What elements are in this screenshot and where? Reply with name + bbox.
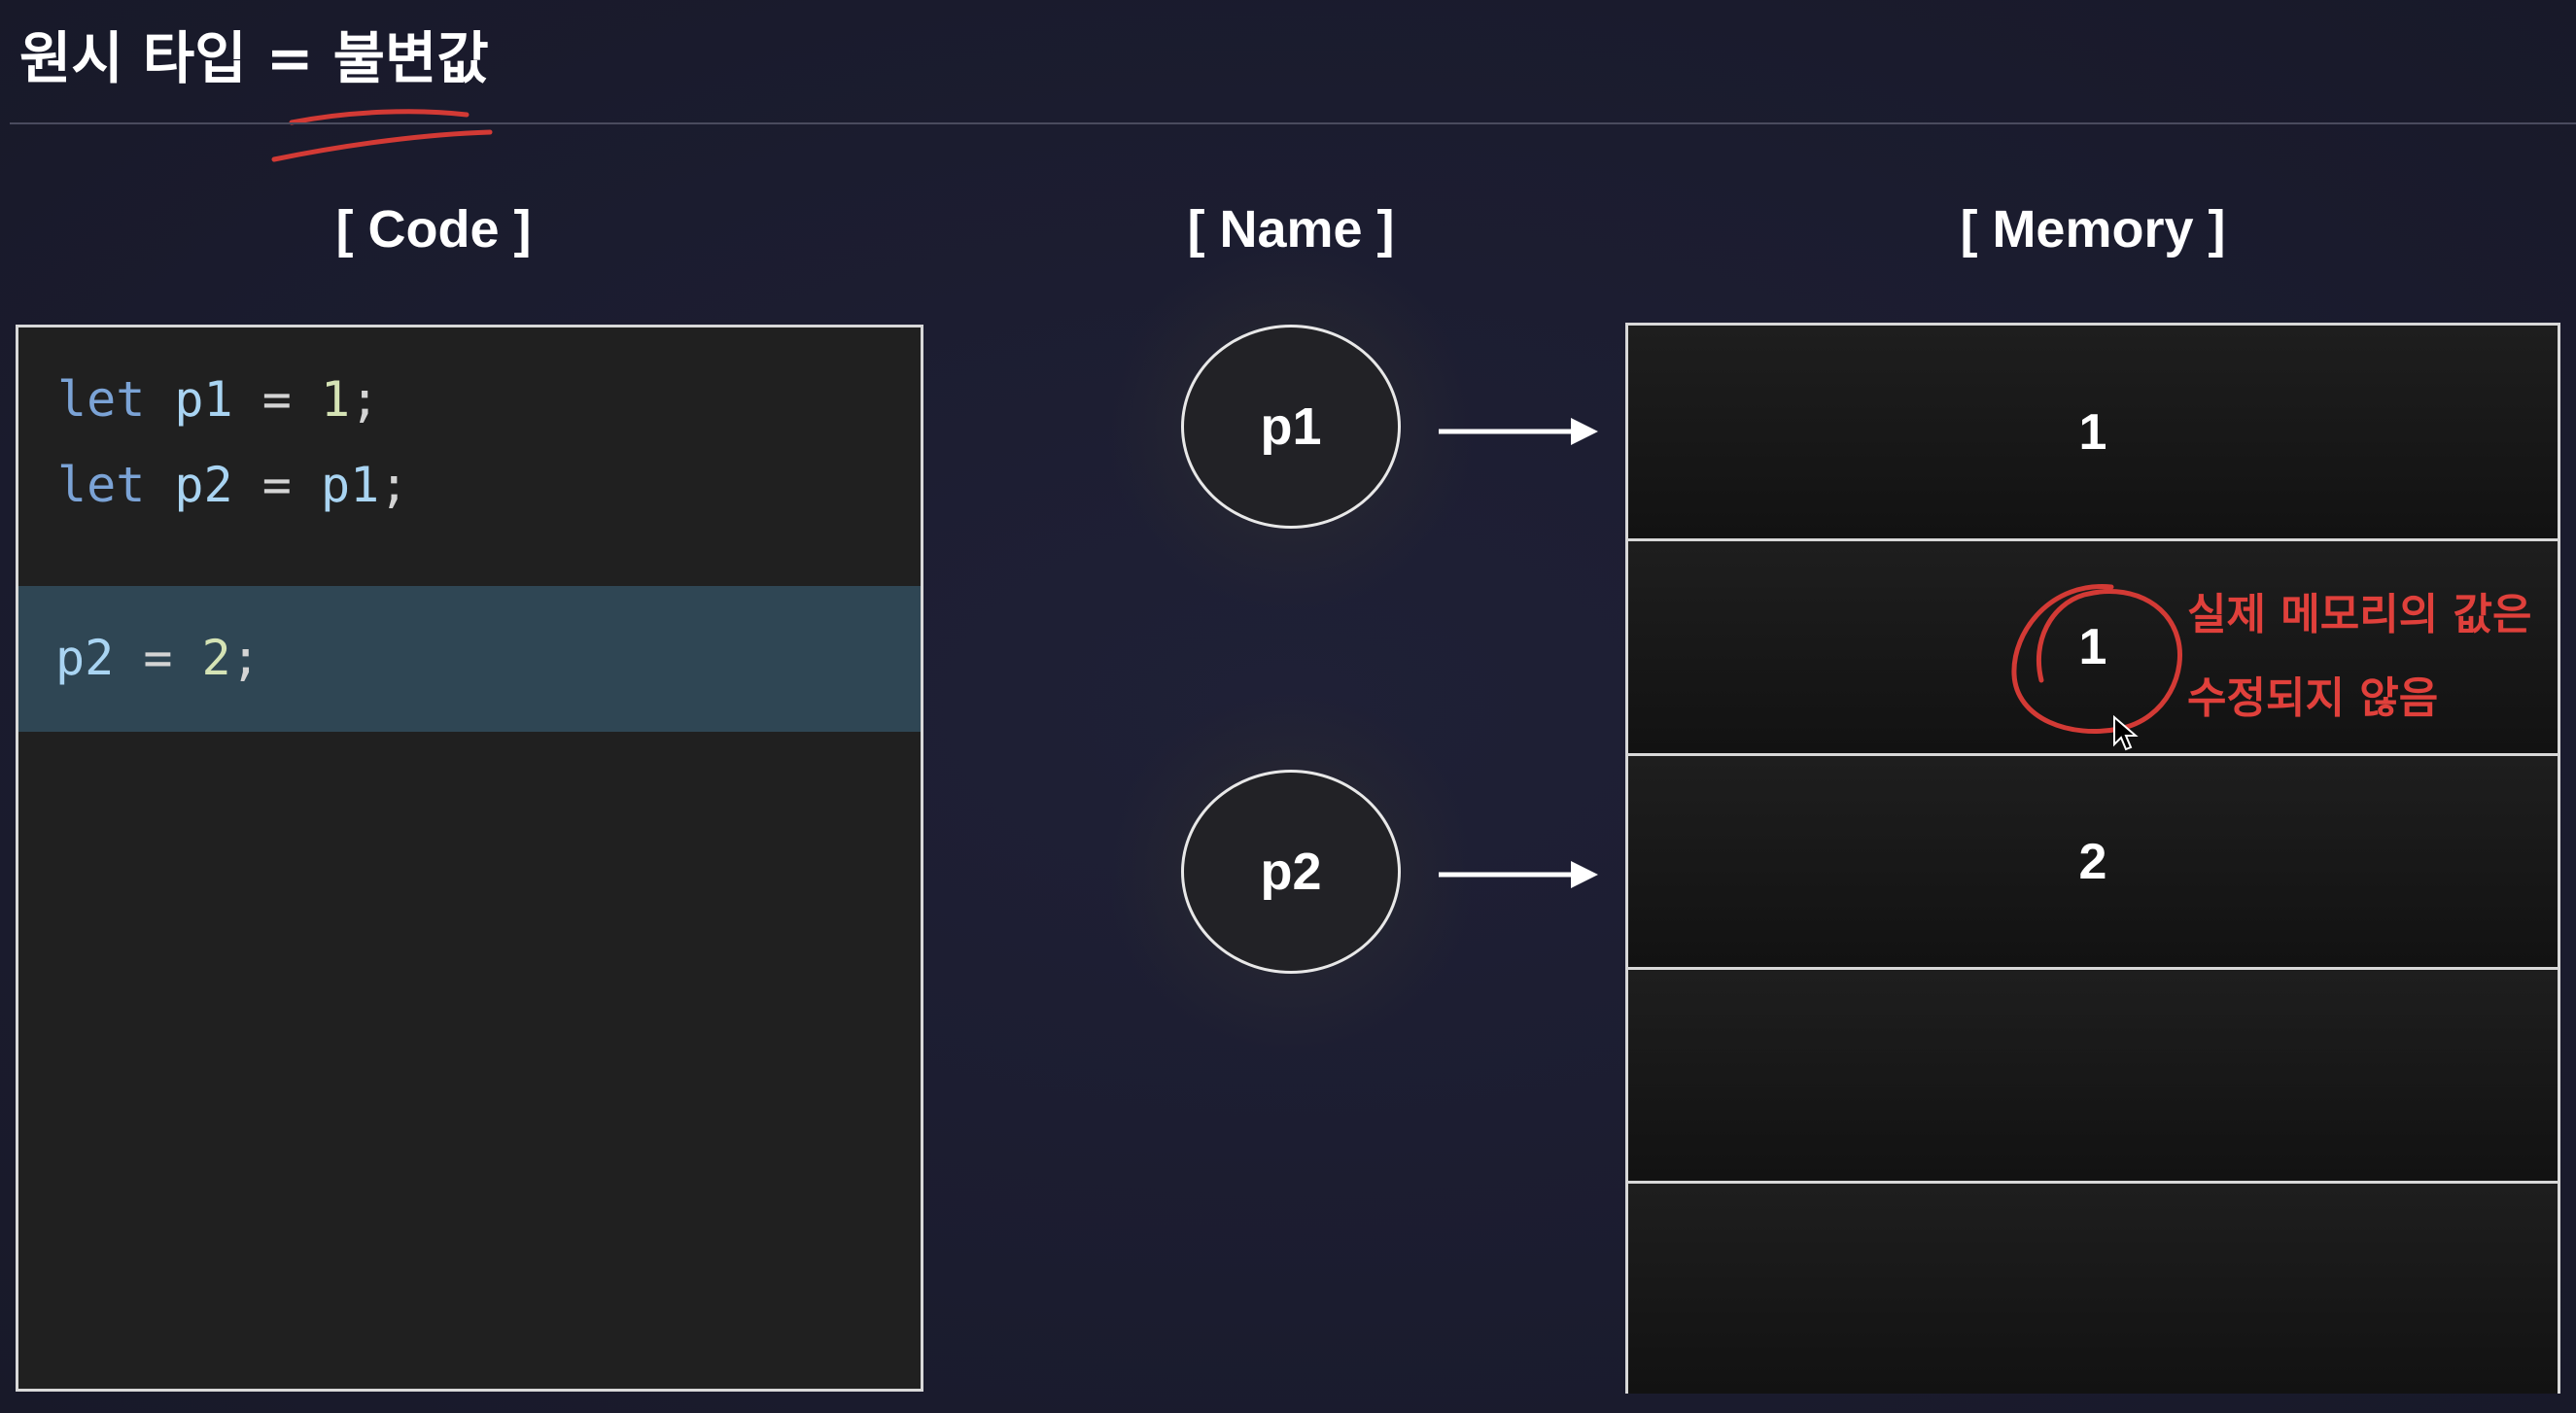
operator: = (261, 371, 292, 428)
identifier: p2 (174, 457, 233, 513)
memory-cell-divider (1628, 753, 2558, 756)
name-node-p2: p2 (1181, 770, 1401, 974)
literal: 1 (320, 371, 351, 428)
memory-cell: 1 (1628, 541, 2558, 753)
memory-cell-divider (1628, 538, 2558, 541)
identifier: p1 (174, 371, 233, 428)
keyword: let (57, 457, 146, 513)
annotation-line-1: 실제 메모리의 값은 (2187, 590, 2532, 639)
circle-annotation (2011, 584, 2182, 734)
operator: = (261, 457, 292, 513)
title-divider (10, 122, 2576, 124)
memory-cell: 2 (1628, 756, 2558, 967)
highlighted-line (18, 586, 921, 732)
operator: = (143, 630, 173, 686)
code-line-3: p2 = 2; (55, 619, 261, 697)
annotation-line-2: 수정되지 않음 (2187, 673, 2439, 723)
title-underline-annotation (271, 109, 493, 162)
name-node-p1: p1 (1181, 325, 1401, 529)
memory-cell (1628, 1184, 2558, 1394)
literal: 2 (201, 630, 231, 686)
memory-cell-divider (1628, 1181, 2558, 1184)
code-line-1: let p1 = 1; (57, 361, 379, 438)
code-header: [ Code ] (335, 200, 532, 258)
memory-cell-divider (1628, 967, 2558, 970)
identifier: p2 (55, 630, 115, 686)
semicolon: ; (350, 371, 380, 428)
code-panel: let p1 = 1; let p2 = p1; p2 = 2; (16, 325, 923, 1392)
page-title: 원시 타입 = 불변값 (19, 25, 489, 91)
arrow-p2-to-memory (1439, 861, 1598, 888)
semicolon: ; (379, 457, 409, 513)
memory-header: [ Memory ] (1960, 200, 2226, 258)
mouse-cursor-icon (2113, 715, 2139, 751)
code-line-2: let p2 = p1; (57, 446, 408, 524)
memory-cell (1628, 970, 2558, 1181)
semicolon: ; (230, 630, 261, 686)
arrow-p1-to-memory (1439, 418, 1598, 445)
memory-panel: 1 1 2 (1625, 323, 2560, 1394)
identifier: p1 (320, 457, 380, 513)
memory-cell: 1 (1628, 326, 2558, 538)
keyword: let (57, 371, 146, 428)
